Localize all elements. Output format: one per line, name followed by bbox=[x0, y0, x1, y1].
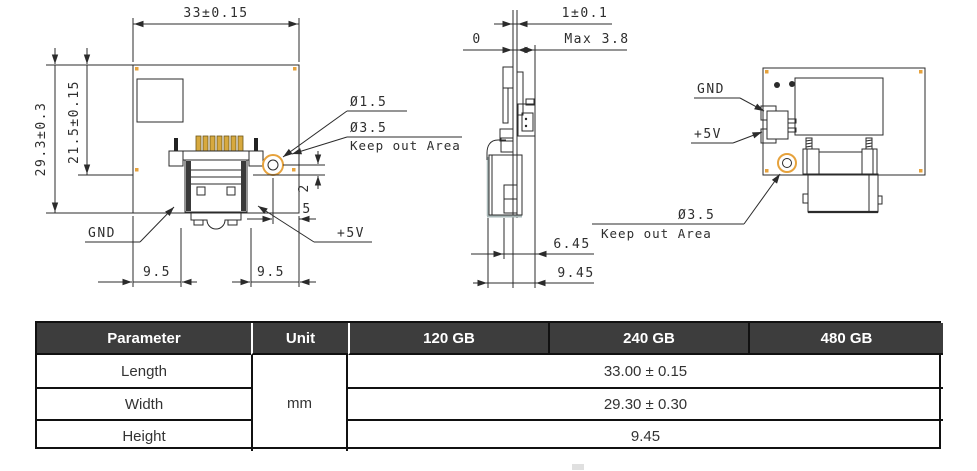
table-row-length-label: Length bbox=[121, 362, 167, 380]
dim-29-3-label: 29.3±0.3 bbox=[34, 102, 49, 177]
table-header-120gb: 120 GB bbox=[348, 323, 548, 355]
table-cell-unit: mm bbox=[251, 355, 348, 451]
dim-5: 5 bbox=[247, 178, 316, 224]
table-cell-length-value: 33.00 ± 0.15 bbox=[603, 362, 688, 380]
table-row-height-label: Height bbox=[37, 419, 251, 451]
dim-5-label: 5 bbox=[302, 202, 311, 217]
dim-6-45-label: 6.45 bbox=[553, 237, 590, 252]
table-row-width-label: Width bbox=[37, 387, 251, 419]
dim-21-5: 21.5±0.15 bbox=[67, 48, 133, 176]
back-view: GND +5V Ø3.5 Keep out Area bbox=[592, 67, 926, 241]
dim-9-5-right: 9.5 bbox=[232, 216, 316, 287]
technical-drawing: 33±0.15 29.3±0.3 21.5±0.15 bbox=[34, 6, 926, 288]
back-chip bbox=[794, 77, 884, 136]
dim-33-label: 33±0.15 bbox=[183, 6, 248, 21]
side-view: 1±0.1 0 Max 3.8 6.45 bbox=[463, 6, 629, 288]
dim-2: 2 bbox=[283, 151, 325, 193]
table-header-unit: Unit bbox=[251, 323, 348, 355]
front-sata-connector bbox=[168, 135, 264, 230]
dim-9-5-left-label: 9.5 bbox=[143, 265, 171, 280]
dim-9-45-label: 9.45 bbox=[557, 266, 594, 281]
dim-33: 33±0.15 bbox=[132, 6, 300, 62]
leader-5v-front: +5V bbox=[257, 205, 372, 243]
page-artifact bbox=[572, 464, 584, 470]
front-chip bbox=[136, 78, 184, 123]
dim-9-5-left: 9.5 bbox=[98, 216, 197, 287]
gnd-label-front: GND bbox=[88, 226, 116, 241]
back-test-point-2 bbox=[789, 81, 795, 87]
front-board-outline bbox=[132, 64, 300, 214]
leader-keepout-front: Ø3.5 Keep out Area bbox=[291, 121, 462, 155]
hole-inner-label: Ø1.5 bbox=[350, 95, 387, 110]
power-label-front: +5V bbox=[337, 226, 365, 241]
back-corner-marks bbox=[765, 70, 923, 173]
dim-9-5-right-label: 9.5 bbox=[257, 265, 285, 280]
table-header-480gb: 480 GB bbox=[748, 323, 943, 355]
dim-6-45: 6.45 bbox=[471, 218, 594, 259]
leader-gnd-front: GND bbox=[85, 206, 175, 243]
front-view: 33±0.15 29.3±0.3 21.5±0.15 bbox=[34, 6, 462, 287]
hole-outer-label: Ø3.5 bbox=[350, 121, 387, 136]
dim-2-label: 2 bbox=[297, 183, 312, 192]
leader-gnd-back: GND bbox=[694, 82, 765, 112]
connector-pins bbox=[195, 135, 244, 153]
keepout-label-back: Keep out Area bbox=[601, 226, 712, 241]
side-sata-connector bbox=[486, 128, 523, 218]
table-cell-height-value: 9.45 bbox=[348, 419, 943, 451]
dim-29-3: 29.3±0.3 bbox=[34, 48, 133, 214]
spec-table: Parameter Unit 120 GB 240 GB 480 GB Leng… bbox=[35, 321, 943, 451]
dim-1: 1±0.1 bbox=[494, 6, 612, 28]
leader-keepout-back: Ø3.5 Keep out Area bbox=[592, 173, 781, 241]
dim-21-5-label: 21.5±0.15 bbox=[67, 80, 82, 164]
dim-1-label: 1±0.1 bbox=[562, 6, 609, 21]
back-test-point bbox=[774, 82, 780, 88]
dim-0-label: 0 bbox=[472, 32, 481, 47]
back-sata-connector bbox=[802, 137, 883, 214]
power-label-back: +5V bbox=[694, 127, 722, 142]
leader-5v-back: +5V bbox=[691, 127, 763, 144]
side-components bbox=[500, 66, 536, 153]
table-cell-width-value: 29.30 ± 0.30 bbox=[348, 387, 943, 419]
back-board-outline bbox=[762, 67, 926, 176]
table-header-parameter: Parameter bbox=[37, 323, 251, 355]
dim-max-3-8: 0 Max 3.8 bbox=[463, 32, 629, 54]
back-keepout-hole bbox=[777, 153, 797, 173]
hole-label-back: Ø3.5 bbox=[678, 208, 715, 223]
front-corner-marks bbox=[135, 67, 297, 172]
dim-max-label: Max 3.8 bbox=[564, 32, 629, 47]
gnd-label-back: GND bbox=[697, 82, 725, 97]
front-keepout-hole bbox=[262, 154, 284, 176]
keepout-label-front: Keep out Area bbox=[350, 138, 461, 153]
dim-9-45: 9.45 bbox=[473, 218, 594, 288]
table-header-240gb: 240 GB bbox=[548, 323, 748, 355]
back-power-connector bbox=[760, 105, 797, 144]
